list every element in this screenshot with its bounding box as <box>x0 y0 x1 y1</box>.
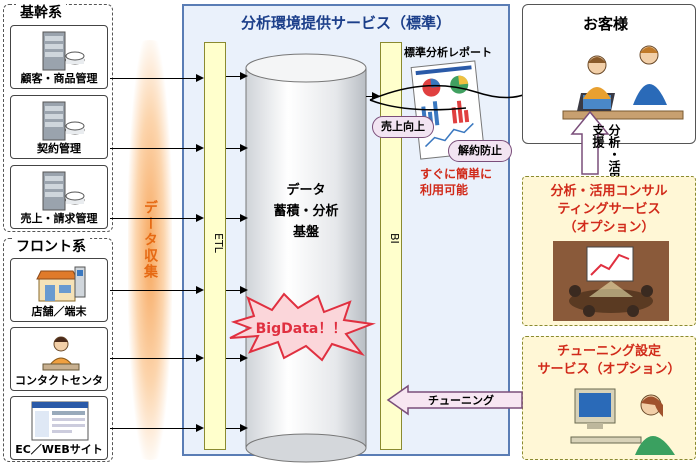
source-contract[interactable]: 契約管理 <box>10 95 108 159</box>
flow-arrow <box>226 71 248 80</box>
flow-arrow <box>110 423 204 432</box>
support-label: 分析・活用 支援 <box>591 124 621 184</box>
source-contact-center[interactable]: コンタクトセンタ <box>10 327 108 391</box>
tuning-arrow-label: チューニング <box>428 394 494 407</box>
flow-arrow <box>110 143 204 152</box>
website-icon <box>31 401 89 441</box>
churn-prevention-bubble: 解約防止 <box>448 140 512 162</box>
tuning-option-box: チューニング設定 サービス（オプション） <box>522 336 696 460</box>
report-title: 標準分析レポート <box>404 46 492 59</box>
server-icon <box>42 171 85 211</box>
source-label: 店舗／端末 <box>31 305 87 318</box>
source-store-terminal[interactable]: 店舗／端末 <box>10 258 108 322</box>
flow-arrow <box>226 285 248 294</box>
storage-label: データ 蓄積・分析 基盤 <box>273 183 339 240</box>
etl-bar: ETL <box>204 42 226 450</box>
flow-arrow <box>110 285 204 294</box>
source-sales-billing[interactable]: 売上・請求管理 <box>10 165 108 229</box>
flow-arrow <box>226 213 248 222</box>
bigdata-label: BigData！！ <box>255 321 347 337</box>
consulting-meeting-icon <box>553 241 669 321</box>
source-label: 売上・請求管理 <box>20 212 98 225</box>
customer-box: お客様 <box>522 4 696 144</box>
flow-arrow <box>110 353 204 362</box>
sales-increase-bubble: 売上向上 <box>372 116 434 138</box>
bi-bar: BI <box>380 42 402 450</box>
collection-glow <box>128 40 172 460</box>
customer-people-icon <box>562 45 684 120</box>
source-label: 契約管理 <box>37 142 81 155</box>
easy-use-label: すぐに簡単に 利用可能 <box>420 167 493 197</box>
source-label: 顧客・商品管理 <box>20 72 98 85</box>
flow-arrow <box>226 143 248 152</box>
front-systems-title: フロント系 <box>12 236 90 256</box>
flow-arrow <box>226 353 248 362</box>
bi-label: BI <box>388 233 401 244</box>
source-label: コンタクトセンタ <box>15 374 103 387</box>
flow-arrow <box>366 91 380 100</box>
server-icon <box>42 31 85 71</box>
service-title: 分析環境提供サービス（標準） <box>240 14 451 32</box>
support-arrow-icon <box>570 110 610 175</box>
consulting-option-box: 分析・活用コンサル ティングサービス （オプション） <box>522 176 696 326</box>
tuning-title: チューニング設定 サービス（オプション） <box>537 344 681 377</box>
core-systems-title: 基幹系 <box>16 2 66 22</box>
bigdata-burst-icon <box>229 292 376 362</box>
consulting-title: 分析・活用コンサル ティングサービス （オプション） <box>550 184 668 235</box>
etl-label: ETL <box>212 233 225 253</box>
flow-arrow <box>226 423 248 432</box>
tuning-worker-icon <box>570 388 675 455</box>
source-label: EC／WEBサイト <box>15 443 103 456</box>
customer-title: お客様 <box>583 15 629 33</box>
server-icon <box>42 101 85 141</box>
flow-arrow <box>110 213 204 222</box>
store-icon <box>36 266 86 302</box>
bi-to-customer-arrow <box>369 84 534 111</box>
source-customer-product[interactable]: 顧客・商品管理 <box>10 25 108 89</box>
flow-arrow <box>110 73 204 82</box>
source-ec-website[interactable]: EC／WEBサイト <box>10 396 108 460</box>
operator-icon <box>42 336 80 371</box>
tuning-arrow-icon <box>386 384 523 416</box>
collection-label: データ収集 <box>142 200 158 280</box>
storage-cylinder <box>245 53 367 463</box>
